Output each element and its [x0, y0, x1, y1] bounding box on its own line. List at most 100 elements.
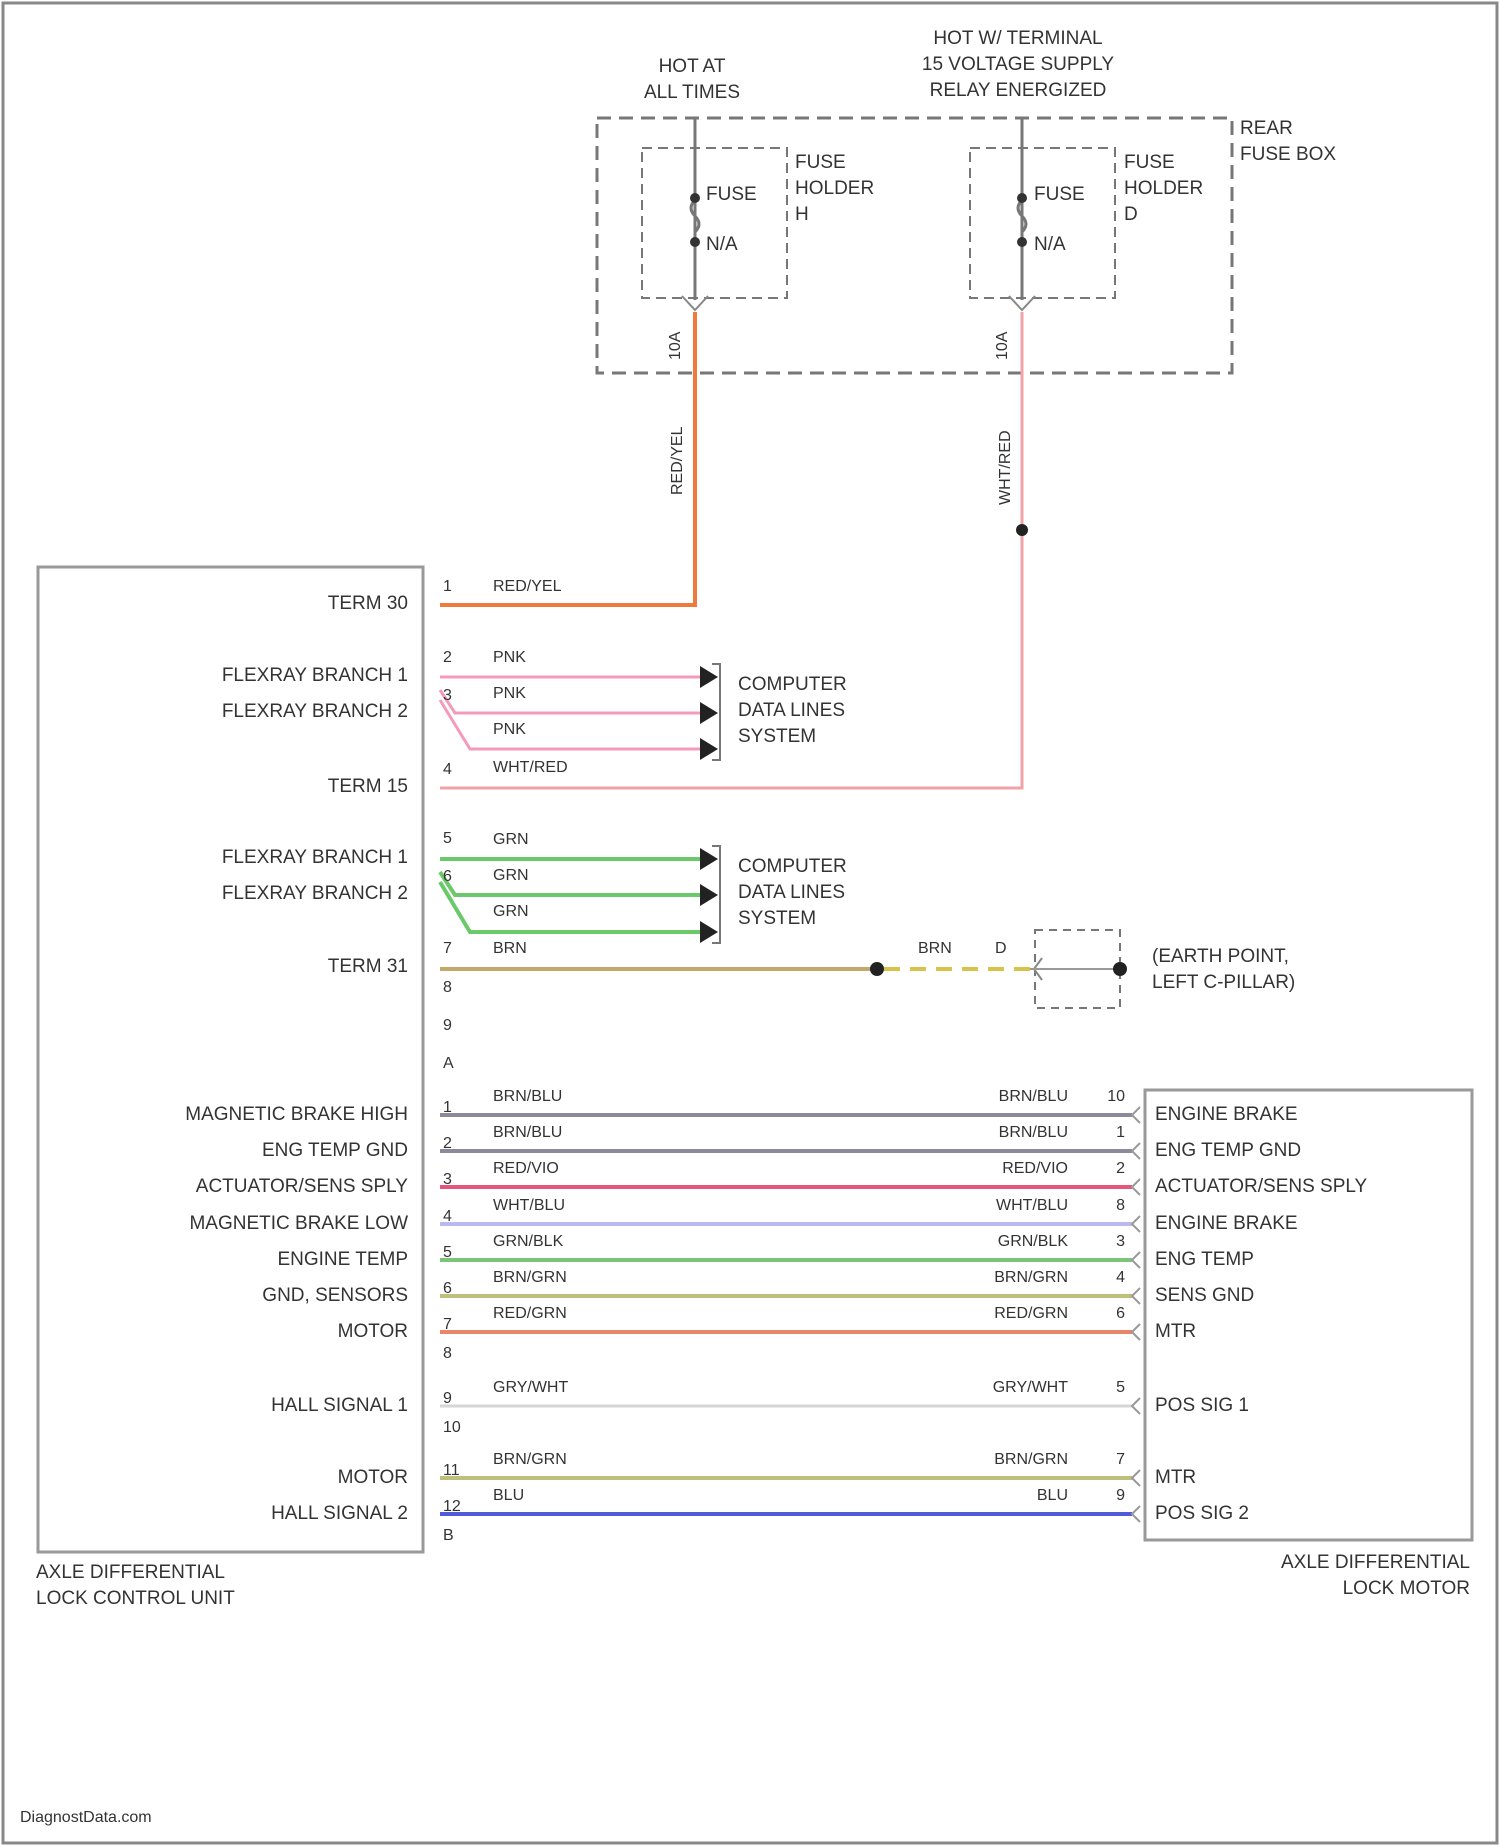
- hot-term15-line3: RELAY ENERGIZED: [930, 80, 1107, 101]
- fuse-h-rating: N/A: [706, 234, 738, 255]
- fuse-holder-d: [970, 148, 1115, 298]
- cu-pin-number-8: 9: [443, 1390, 452, 1407]
- brn-splice: [870, 962, 884, 976]
- wire-label-grn-3: GRN: [493, 903, 529, 920]
- ground-label-1: (EARTH POINT,: [1152, 946, 1289, 967]
- motor-pin-number-8: 5: [1116, 1379, 1125, 1396]
- motor-pin-connector-4: [1132, 1216, 1140, 1232]
- motor-pin-number-3: 2: [1116, 1160, 1125, 1177]
- fuse-d-holder-2: HOLDER: [1124, 178, 1203, 199]
- cu-pin-number-9: 11: [443, 1462, 460, 1479]
- fuse-h-label: FUSE: [706, 184, 757, 205]
- motor-pin-number-6: 4: [1116, 1269, 1125, 1286]
- wire-label-pnk-1: PNK: [493, 649, 526, 666]
- motor-pin-connector-9: [1132, 1470, 1140, 1486]
- ground-label-2: LEFT C-PILLAR): [1152, 972, 1295, 993]
- hot-term15-line1: HOT W/ TERMINAL: [933, 28, 1102, 49]
- motor-pin-connector-6: [1132, 1288, 1140, 1304]
- wire-pnk-2: [440, 690, 700, 713]
- cu-pin-label-1: MAGNETIC BRAKE HIGH: [185, 1104, 408, 1125]
- motor-pin-number-2: 1: [1116, 1124, 1125, 1141]
- wire-grn-2: [440, 872, 700, 895]
- motor-pin-connector-5: [1132, 1252, 1140, 1268]
- wire-red-yel-term30: [440, 312, 695, 605]
- fuse-d-label: FUSE: [1034, 184, 1085, 205]
- arrow-grn-1: [700, 848, 718, 870]
- fuse-h-holder-3: H: [795, 204, 809, 225]
- motor-pin-number-5: 3: [1116, 1233, 1125, 1250]
- arrow-pnk-2: [700, 702, 718, 724]
- cu-pin-7: 7: [443, 940, 452, 957]
- cu-pin-2: 2: [443, 649, 452, 666]
- flexray-green-group: [440, 846, 720, 943]
- cu-label-term15: TERM 15: [328, 776, 408, 797]
- motor-pin-connector-1: [1132, 1107, 1140, 1123]
- wire-label-pnk-2: PNK: [493, 685, 526, 702]
- wire-label-grn-2: GRN: [493, 867, 529, 884]
- wire-wht-red-term15: [440, 312, 1022, 788]
- wire-label-right-8: GRY/WHT: [993, 1379, 1068, 1396]
- cu-pin-label-5: ENGINE TEMP: [277, 1249, 408, 1270]
- cu-pin-number-6: 6: [443, 1280, 452, 1297]
- cu-pin-number-7: 7: [443, 1316, 452, 1333]
- motor-pin-connector-3: [1132, 1179, 1140, 1195]
- cu-pin-label-10: HALL SIGNAL 2: [271, 1503, 408, 1524]
- wire-label-left-2: BRN/BLU: [493, 1124, 562, 1141]
- motor-pin-number-10: 9: [1116, 1487, 1125, 1504]
- cu-pin-3: 3: [443, 687, 452, 704]
- fuse-d-amps: 10A: [994, 331, 1011, 360]
- cu-pin-label-3: ACTUATOR/SENS SPLY: [196, 1176, 409, 1197]
- wire-label-right-1: BRN/BLU: [999, 1088, 1068, 1105]
- fuse-h-holder-1: FUSE: [795, 152, 846, 173]
- motor-pin-label-7: MTR: [1155, 1321, 1196, 1342]
- fuse-d-holder-3: D: [1124, 204, 1138, 225]
- cu-pin-number-2: 2: [443, 1135, 452, 1152]
- motor-pin-number-9: 7: [1116, 1451, 1125, 1468]
- cu-pin-number-10: 12: [443, 1498, 461, 1515]
- motor-pin-label-4: ENGINE BRAKE: [1155, 1213, 1298, 1234]
- cu-label-term30: TERM 30: [328, 593, 408, 614]
- cu-pin-number-5: 5: [443, 1244, 452, 1261]
- wire-label-pnk-3: PNK: [493, 721, 526, 738]
- motor-pin-label-3: ACTUATOR/SENS SPLY: [1155, 1176, 1368, 1197]
- fuse-h-terminal-bottom: [690, 237, 700, 247]
- wire-label-right-2: BRN/BLU: [999, 1124, 1068, 1141]
- cu-label-flexray-b1-pnk: FLEXRAY BRANCH 1: [222, 665, 408, 686]
- cu-pin-8-spare: 8: [443, 1345, 452, 1362]
- motor-pin-label-10: POS SIG 2: [1155, 1503, 1249, 1524]
- wire-label-left-7: RED/GRN: [493, 1305, 567, 1322]
- cu-label-term31: TERM 31: [328, 956, 408, 977]
- fuse-d-rating: N/A: [1034, 234, 1066, 255]
- wire-label-right-6: BRN/GRN: [994, 1269, 1068, 1286]
- fuse-h-terminal-top: [690, 193, 700, 203]
- wire-label-right-3: RED/VIO: [1002, 1160, 1068, 1177]
- rear-fuse-box-label-1: REAR: [1240, 118, 1293, 139]
- cu-pin-5: 5: [443, 830, 452, 847]
- motor-pin-number-4: 8: [1116, 1197, 1125, 1214]
- wire-label-left-5: GRN/BLK: [493, 1233, 564, 1250]
- rear-fuse-box-label-2: FUSE BOX: [1240, 144, 1336, 165]
- ground-connector-label: D: [995, 940, 1007, 957]
- cu-pin-1: 1: [443, 578, 452, 595]
- cu-label-flexray-b2-pnk: FLEXRAY BRANCH 2: [222, 701, 408, 722]
- ground-wire-label: BRN: [918, 940, 952, 957]
- cu-pin-6: 6: [443, 868, 452, 885]
- motor-pin-connector-8: [1132, 1398, 1140, 1414]
- footer-watermark: DiagnostData.com: [20, 1809, 152, 1826]
- data-lines-1-line2: DATA LINES: [738, 700, 845, 721]
- wire-label-left-1: BRN/BLU: [493, 1088, 562, 1105]
- wire-wht-red-vertical-label: WHT/RED: [997, 430, 1014, 505]
- arrow-pnk-3: [700, 738, 718, 760]
- arrow-pnk-1: [700, 666, 718, 688]
- data-lines-2-line2: DATA LINES: [738, 882, 845, 903]
- cu-pin-number-3: 3: [443, 1171, 452, 1188]
- wire-label-red-yel: RED/YEL: [493, 578, 562, 595]
- wire-grn-3: [440, 882, 700, 932]
- fuse-d-terminal-bottom: [1017, 237, 1027, 247]
- wire-label-brn: BRN: [493, 940, 527, 957]
- cu-pin-number-1: 1: [443, 1099, 452, 1116]
- cu-pin-number-4: 4: [443, 1208, 452, 1225]
- fuse-h-holder-2: HOLDER: [795, 178, 874, 199]
- data-lines-2-line1: COMPUTER: [738, 856, 847, 877]
